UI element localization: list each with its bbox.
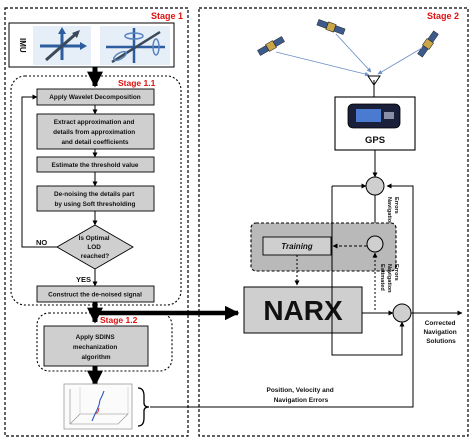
- denoise-line-2: by using Soft thresholding: [55, 201, 136, 208]
- imu-label: IMU: [18, 38, 27, 53]
- yes-label: YES: [76, 275, 91, 284]
- denoise-box: [36, 185, 155, 212]
- wavelet-label: Apply Wavelet Decomposition: [49, 94, 140, 101]
- corrected-solutions-text: Corrected Navigation Solutions: [423, 320, 458, 345]
- sdins-line-1: Apply SDINS: [76, 334, 116, 341]
- estimated-errors-label: Estimated Navigation Errors: [379, 264, 399, 294]
- position-errors-text: Position, Velocity and Navigation Errors: [267, 387, 336, 404]
- extract-line-1: Extract approximation and: [54, 119, 135, 126]
- denoise-line-1: De-noising the details part: [54, 191, 135, 198]
- satellite-signal-line: [275, 51, 370, 77]
- estimated-errors-line-3: Errors: [393, 264, 399, 281]
- navigation-errors-line-1: Navigation: [386, 197, 392, 226]
- stage1-panel: [4, 7, 189, 437]
- corrected-line-2: Navigation: [423, 329, 456, 336]
- estimated-errors-line-2: Navigation: [386, 264, 392, 293]
- stage12-label: Stage 1.2: [100, 315, 138, 325]
- position-errors-arrow: [150, 183, 414, 408]
- decision-line-3: reached?: [81, 253, 110, 260]
- sdins-text: Apply SDINS mechanization algorithm: [73, 334, 119, 361]
- gps-receiver-icon: [347, 103, 401, 129]
- extract-text: Extract approximation and details from a…: [53, 119, 137, 146]
- position-errors-line-1: Position, Velocity and: [267, 387, 334, 394]
- threshold-label: Estimate the threshold value: [51, 162, 138, 169]
- stage11-label: Stage 1.1: [118, 78, 156, 88]
- extract-line-3: and detail coefficients: [61, 139, 129, 146]
- corrected-line-3: Solutions: [426, 338, 456, 345]
- summing-junction-navigation: [365, 176, 385, 196]
- stage1-label: Stage 1: [151, 11, 183, 21]
- trajectory-plot-icon: [63, 383, 133, 430]
- decision-line-1: Is Optimal: [79, 235, 110, 242]
- narx-box: [243, 286, 363, 334]
- construct-label: Construct the de-noised signal: [48, 292, 142, 299]
- denoise-text: De-noising the details part by using Sof…: [54, 191, 136, 208]
- summing-junction-correction: [392, 303, 412, 323]
- summing-junction-training: [366, 235, 384, 253]
- navigation-errors-line-2: Errors: [393, 197, 399, 214]
- antenna-icon: [367, 75, 381, 97]
- decision-text: Is Optimal LOD reached?: [79, 235, 112, 260]
- ins-feed-to-correction-arrow: [331, 186, 405, 356]
- decision-line-2: LOD: [87, 244, 101, 251]
- stage2-label: Stage 2: [427, 11, 459, 21]
- estimated-errors-line-1: Estimated: [379, 264, 385, 291]
- sdins-line-2: mechanization: [73, 344, 117, 351]
- corrected-line-1: Corrected: [425, 320, 456, 327]
- satellite-icon: [257, 36, 285, 56]
- extract-box: [36, 113, 155, 150]
- no-loop-arrow: [21, 94, 57, 248]
- sdins-line-3: algorithm: [81, 354, 110, 361]
- sdins-box: [43, 325, 149, 367]
- plot-bracket: [137, 387, 150, 427]
- navigation-errors-label: Navigation Errors: [386, 197, 399, 227]
- extract-line-2: details from approximation: [53, 129, 135, 136]
- no-label: NO: [36, 238, 47, 247]
- narx-label: NARX: [263, 295, 343, 326]
- stage12-panel: [36, 312, 173, 372]
- satellite-signal-line: [377, 47, 423, 75]
- satellite-icon: [417, 30, 439, 58]
- accelerometer-axes-icon: [33, 26, 91, 65]
- stage2-panel: [198, 7, 469, 437]
- gyroscope-axes-icon: [100, 26, 170, 65]
- satellite-icon: [316, 19, 346, 35]
- training-label: Training: [281, 242, 313, 251]
- gps-label: GPS: [365, 135, 385, 146]
- satellite-signal-line: [335, 33, 372, 73]
- position-errors-line-2: Navigation Errors: [274, 397, 329, 404]
